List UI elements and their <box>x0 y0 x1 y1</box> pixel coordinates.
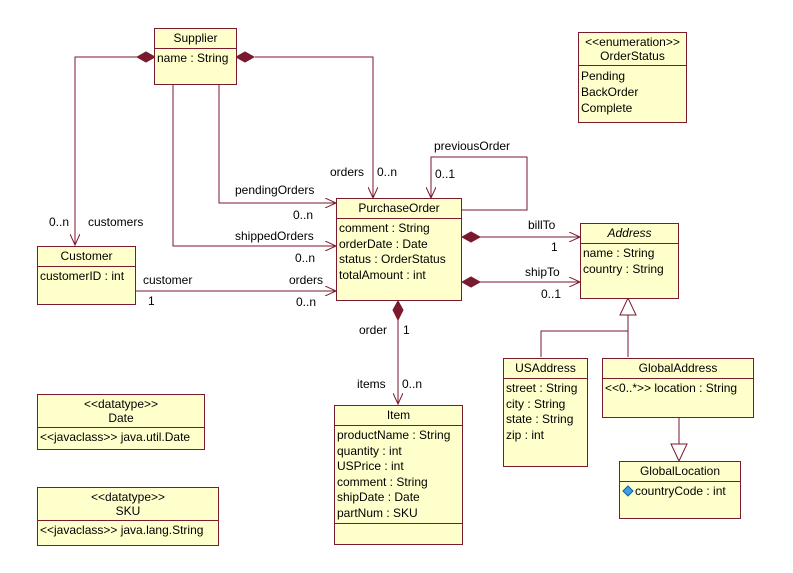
class-stereotype: <<enumeration>> <box>585 35 680 49</box>
customer-orders-multiplicity-label: 0..n <box>296 295 317 309</box>
previous-order-link <box>431 156 528 211</box>
supplier-pending-orders-link <box>218 84 336 203</box>
class-attribute: state : String <box>506 412 574 426</box>
orders-role-label: orders <box>330 165 365 179</box>
previous-order-role-label: previousOrder <box>434 139 511 153</box>
class-name: PurchaseOrder <box>337 199 461 219</box>
enum-literal: Complete <box>581 101 633 115</box>
class-attribute: quantity : int <box>337 443 402 458</box>
class-attribute: customerID : int <box>40 269 125 283</box>
class-name: Address <box>581 224 678 244</box>
address-generalization-arrowhead <box>619 296 637 316</box>
ship-to-role-label: shipTo <box>525 265 560 279</box>
class-attribute: <<javaclass>> java.lang.String <box>40 523 204 537</box>
class-attribute: comment : String <box>339 221 430 235</box>
customers-multiplicity-label: 0..n <box>49 215 70 229</box>
class-attribute: comment : String <box>337 474 428 489</box>
supplier-shipped-orders-link <box>172 84 336 246</box>
class-stereotype: <<datatype>> <box>90 490 166 504</box>
class-attribute: USPrice : int <box>337 459 404 473</box>
order-status-class[interactable]: <<enumeration>> OrderStatus Pending Back… <box>578 32 687 123</box>
item-class[interactable]: Item productName : String quantity : int… <box>334 405 463 545</box>
class-attribute: shipDate : Date <box>337 490 420 504</box>
ship-to-composition-diamond <box>460 276 482 288</box>
class-attribute: name : String <box>583 246 655 260</box>
class-attribute: zip : int <box>506 427 545 442</box>
class-attribute: city : String <box>506 396 566 411</box>
enum-literal: BackOrder <box>581 85 639 99</box>
customer-class[interactable]: Customer customerID : int <box>37 246 136 305</box>
class-attribute: name : String <box>157 51 229 65</box>
class-name: GlobalLocation <box>620 462 740 482</box>
sku-datatype-class[interactable]: <<datatype>> SKU <<javaclass>> java.lang… <box>37 487 219 546</box>
pending-orders-role-label: pendingOrders <box>235 183 315 197</box>
supplier-orders-link <box>255 56 373 198</box>
shipped-orders-role-label: shippedOrders <box>235 229 314 243</box>
class-attribute: <<0..*>> location : String <box>605 381 738 395</box>
supplier-right-composition-diamond <box>234 51 256 63</box>
enum-literal: Pending <box>581 69 626 83</box>
attribute-visibility-icon <box>622 485 634 497</box>
customer-multiplicity-label: 1 <box>148 294 155 308</box>
class-name: Date <box>108 411 134 425</box>
class-name: USAddress <box>504 359 587 379</box>
class-name: Supplier <box>155 29 236 49</box>
global-location-class[interactable]: GlobalLocation countryCode : int <box>619 461 741 519</box>
ship-to-multiplicity-label: 0..1 <box>541 287 562 301</box>
customer-role-label: customer <box>143 273 193 287</box>
customers-role-label: customers <box>88 215 144 229</box>
items-multiplicity-label: 0..n <box>402 377 423 391</box>
address-class[interactable]: Address name : String country : String <box>580 223 679 299</box>
order-composition-diamond <box>392 299 404 322</box>
class-attribute: productName : String <box>337 428 451 442</box>
class-attribute: status : OrderStatus <box>339 252 446 266</box>
global-address-generalization-arrowhead <box>670 443 688 463</box>
class-attribute: countryCode : int <box>635 484 726 498</box>
us-address-generalization <box>540 330 628 357</box>
shipped-orders-multiplicity-label: 0..n <box>295 251 316 265</box>
class-attribute: partNum : SKU <box>337 505 418 520</box>
class-name: Item <box>335 406 462 426</box>
class-name: OrderStatus <box>600 49 665 63</box>
purchase-order-class[interactable]: PurchaseOrder comment : String orderDate… <box>336 198 462 301</box>
class-stereotype: <<datatype>> <box>83 397 159 411</box>
previous-order-multiplicity-label: 0..1 <box>435 167 456 181</box>
class-attribute: orderDate : Date <box>339 236 428 251</box>
global-address-class[interactable]: GlobalAddress <<0..*>> location : String <box>602 358 754 418</box>
customer-orders-role-label: orders <box>289 273 324 287</box>
bill-to-composition-diamond <box>460 231 482 243</box>
operations-compartment <box>335 523 462 534</box>
bill-to-multiplicity-label: 1 <box>551 240 558 254</box>
supplier-left-composition-diamond <box>135 51 157 63</box>
us-address-class[interactable]: USAddress street : String city : String … <box>503 358 588 467</box>
items-role-label: items <box>357 377 386 391</box>
class-attribute: <<javaclass>> java.util.Date <box>40 430 191 444</box>
class-name: SKU <box>115 504 141 518</box>
class-attribute: country : String <box>583 261 664 276</box>
order-role-label: order <box>359 323 388 337</box>
class-name: GlobalAddress <box>603 359 753 379</box>
supplier-customer-link <box>75 56 137 245</box>
class-name: Customer <box>38 247 135 267</box>
pending-orders-multiplicity-label: 0..n <box>293 208 314 222</box>
supplier-class[interactable]: Supplier name : String <box>154 28 237 85</box>
date-datatype-class[interactable]: <<datatype>> Date <<javaclass>> java.uti… <box>37 394 205 450</box>
order-multiplicity-label: 1 <box>403 323 410 337</box>
bill-to-role-label: billTo <box>528 218 556 232</box>
class-attribute: totalAmount : int <box>339 267 426 282</box>
orders-multiplicity-label: 0..n <box>377 165 398 179</box>
class-attribute: street : String <box>506 381 578 395</box>
